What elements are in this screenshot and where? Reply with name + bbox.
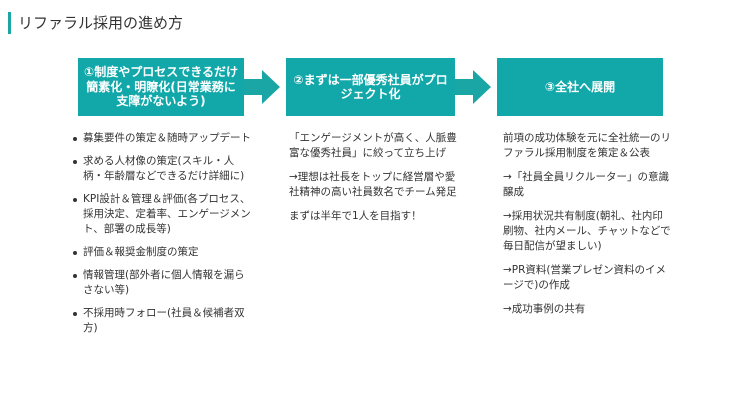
step-2-paragraph: 「エンゲージメントが高く、人脈豊富な優秀社員」に絞って立ち上げ [289, 132, 457, 159]
list-item: 不採用時フォロー(社員＆候補者双方) [72, 306, 252, 336]
step-3-paragraph: →「社員全員リクルーター」の意識醸成 [503, 171, 669, 198]
step-3-paragraph: →成功事例の共有 [503, 303, 586, 315]
right-arrow-icon [244, 70, 280, 104]
step-2-box: ②まずは一部優秀社員がプロジェクト化 [286, 58, 455, 116]
step-2-label: ②まずは一部優秀社員がプロジェクト化 [293, 72, 448, 102]
step-1-label: ①制度やプロセスできるだけ簡素化・明瞭化(日常業務に支障がないよう) [84, 65, 238, 109]
step-3-label: ③全社へ展開 [544, 79, 616, 94]
step-2-details: 「エンゲージメントが高く、人脈豊富な優秀社員」に絞って立ち上げ →理想は社長をト… [289, 131, 457, 233]
step-3-box: ③全社へ展開 [497, 58, 663, 116]
list-item: 情報管理(部外者に個人情報を漏らさない等) [72, 268, 252, 298]
right-arrow-icon [455, 70, 491, 104]
page-title: リファラル採用の進め方 [8, 12, 183, 34]
step-1-details: 募集要件の策定＆随時アップデート 求める人材像の策定(スキル・人柄・年齢層などで… [72, 131, 252, 344]
step-1-box: ①制度やプロセスできるだけ簡素化・明瞭化(日常業務に支障がないよう) [78, 58, 244, 116]
list-item: 募集要件の策定＆随時アップデート [72, 131, 252, 146]
list-item: KPI設計＆管理＆評価(各プロセス、採用決定、定着率、エンゲージメント、部署の成… [72, 192, 252, 237]
step-3-paragraph: →PR資料(営業プレゼン資料のイメージで)の作成 [503, 264, 667, 291]
step-2-paragraph: →理想は社長をトップに経営層や愛社精神の高い社員数名でチーム発足 [289, 171, 457, 198]
step-1-bullet-list: 募集要件の策定＆随時アップデート 求める人材像の策定(スキル・人柄・年齢層などで… [72, 131, 252, 336]
step-3-paragraph: →採用状況共有制度(朝礼、社内印刷物、社内メール、チャットなどで毎日配信が望まし… [503, 210, 671, 252]
list-item: 評価＆報奨金制度の策定 [72, 245, 252, 260]
step-2-paragraph: まずは半年で1人を目指す！ [289, 210, 422, 222]
step-3-paragraph: 前項の成功体験を元に全社統一のリファラル採用制度を策定＆公表 [503, 132, 671, 159]
list-item: 求める人材像の策定(スキル・人柄・年齢層などできるだけ詳細に) [72, 154, 252, 184]
step-3-details: 前項の成功体験を元に全社統一のリファラル採用制度を策定＆公表 →「社員全員リクル… [503, 131, 671, 326]
